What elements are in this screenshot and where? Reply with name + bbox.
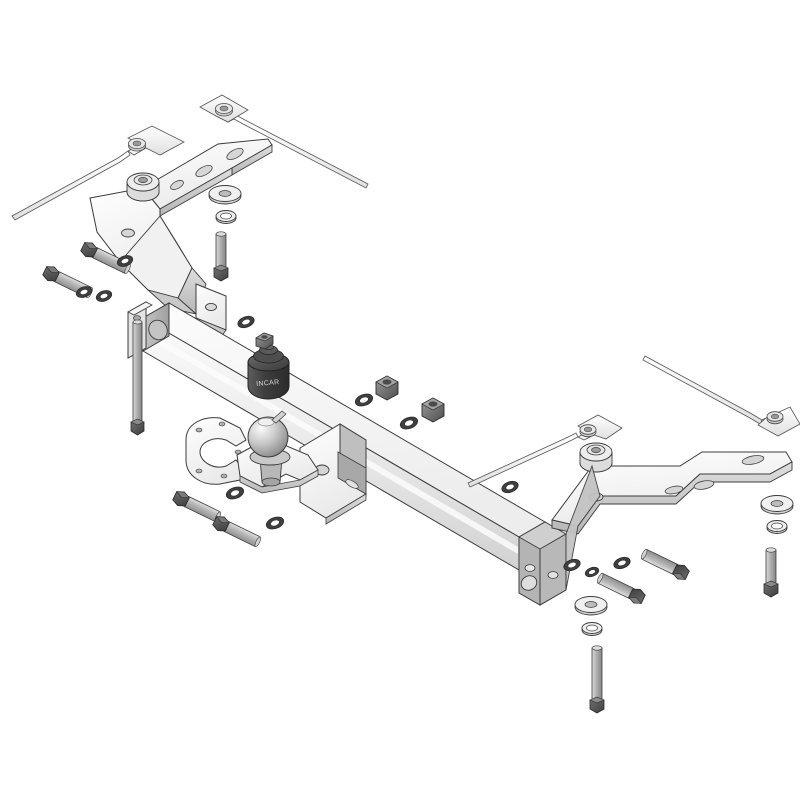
- right-mounting-bracket: [539, 442, 793, 606]
- hex-bolt-right-upper: [640, 548, 690, 580]
- tether-strip-right-far: [642, 355, 800, 437]
- washer-beam-c: [237, 315, 255, 329]
- hex-bolt-long-vertical-left: [130, 319, 145, 436]
- spring-washer-bottom-right: [581, 622, 603, 636]
- bracket-slot-holes: [170, 147, 244, 190]
- flat-washer-bottom-right: [574, 596, 608, 616]
- right-bracket-slots: [664, 455, 765, 495]
- spacer-bushing-right: [579, 442, 613, 473]
- washer-right-upper-single: [613, 556, 631, 570]
- tow-ball: [236, 410, 319, 494]
- crossbar-beam: [127, 301, 567, 606]
- washer-beam-a: [354, 393, 374, 407]
- tether-strip-right-near: [467, 414, 623, 488]
- spacer-bushing-left: [126, 172, 160, 202]
- left-mounting-bracket: [89, 138, 273, 337]
- washer-ball-lower: [265, 516, 285, 530]
- washer-left-bracket-hole: [116, 255, 134, 267]
- washer-set-left: [75, 286, 113, 302]
- horseshoe-plate: [185, 417, 247, 485]
- hex-bolt-right-lower: [596, 572, 646, 604]
- washer-beam-b: [399, 416, 419, 430]
- hex-bolt-vertical-right-long: [589, 645, 605, 714]
- spring-washer-right: [766, 520, 788, 534]
- washer-ball-upper: [225, 486, 245, 500]
- ball-cap-brand-label: INCAR: [256, 379, 280, 388]
- hex-bolt-ball-right: [212, 516, 262, 548]
- lock-nut-ball: [255, 332, 274, 350]
- washer-set-right: [563, 558, 600, 578]
- spring-washer-top: [215, 210, 237, 224]
- flat-washer-right-large: [760, 495, 794, 515]
- hex-bolt-vertical-right-short: [763, 547, 779, 598]
- hex-bolt-left-upper: [80, 242, 131, 274]
- hex-bolt-ball-left: [172, 491, 222, 523]
- hex-nut-center-b: [421, 397, 445, 423]
- tether-strip-left-near: [199, 94, 369, 189]
- washer-right-tether: [501, 480, 519, 494]
- hex-nut-center-a: [375, 375, 399, 401]
- hex-bolt-vertical-left: [213, 231, 229, 282]
- flat-washer-top: [208, 185, 242, 205]
- tether-strip-left-far: [11, 125, 185, 221]
